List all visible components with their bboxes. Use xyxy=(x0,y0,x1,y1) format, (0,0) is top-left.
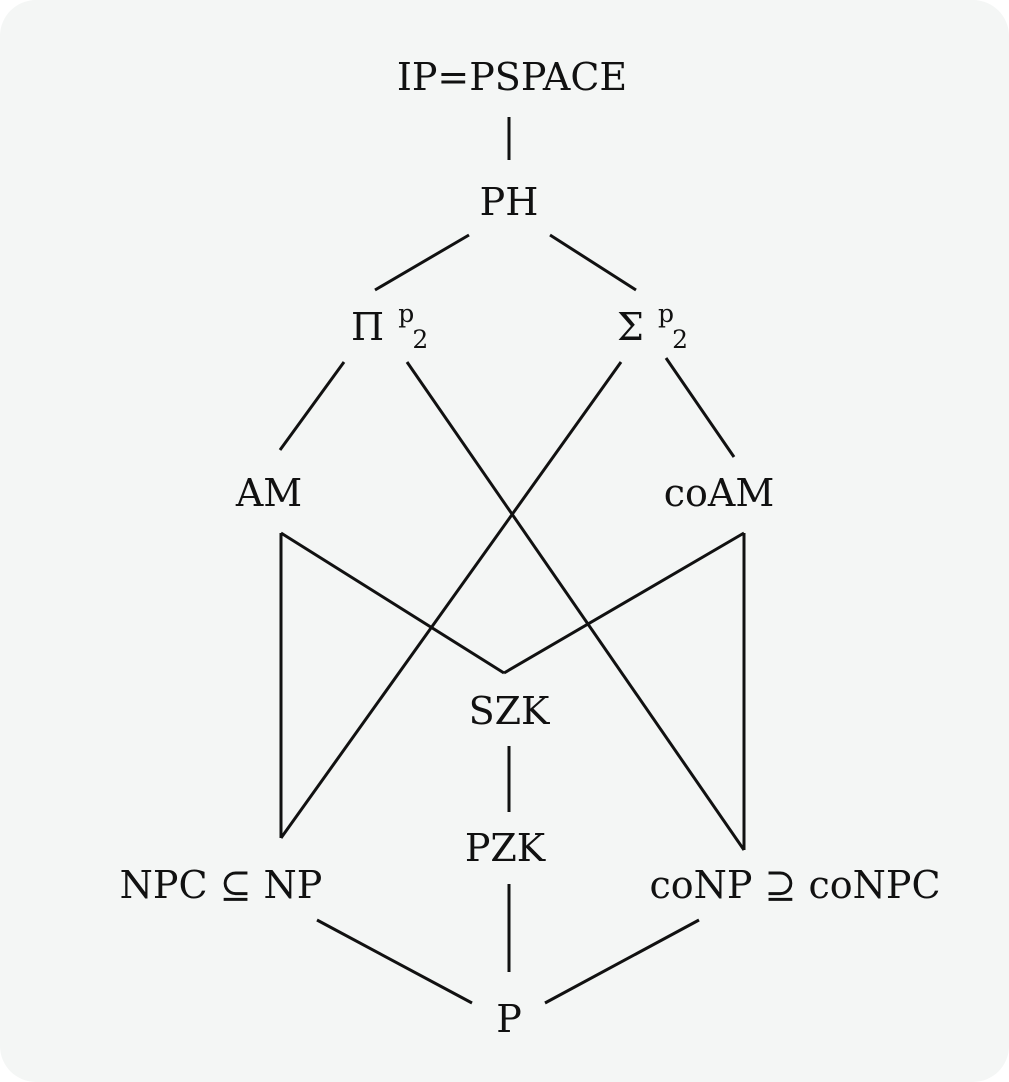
node-am: AM xyxy=(235,471,302,515)
edge-pi2p-conp xyxy=(405,361,746,851)
node-sigma2p-sub: 2 xyxy=(672,325,688,354)
node-pi2p-sub: 2 xyxy=(412,325,428,354)
node-pi2p-sup: p xyxy=(398,299,414,328)
edge-np-p xyxy=(316,918,473,1005)
node-ph: PH xyxy=(480,180,539,224)
edge-sigma2p-np xyxy=(279,361,623,839)
edges xyxy=(278,117,746,1005)
node-sigma2p: Σ p 2 xyxy=(617,287,688,354)
node-npc-np: NPC ⊆ NP xyxy=(120,863,323,907)
node-coam: coAM xyxy=(664,471,775,515)
edge-am-szk xyxy=(280,531,505,675)
node-conp-conpc: coNP ⊇ coNPC xyxy=(649,863,940,907)
node-ip-pspace: IP=PSPACE xyxy=(397,55,627,99)
edge-coam-szk xyxy=(503,531,745,675)
node-pi2p-base: Π xyxy=(351,305,384,349)
edge-ph-pi2p xyxy=(374,233,470,292)
node-sigma2p-base: Σ xyxy=(617,305,644,349)
node-pzk: PZK xyxy=(465,826,546,870)
node-p: P xyxy=(496,997,522,1041)
edge-conp-p xyxy=(544,918,700,1005)
edge-ph-sigma2p xyxy=(549,233,637,292)
node-sigma2p-sup: p xyxy=(658,299,674,328)
nodes: IP=PSPACE PH Π p 2 Σ p 2 AM coAM SZK PZK… xyxy=(120,55,941,1041)
node-pi2p: Π p 2 xyxy=(351,287,428,354)
node-szk: SZK xyxy=(469,689,550,733)
edge-pi2p-am xyxy=(278,361,346,451)
edge-sigma2p-coam xyxy=(664,357,736,458)
